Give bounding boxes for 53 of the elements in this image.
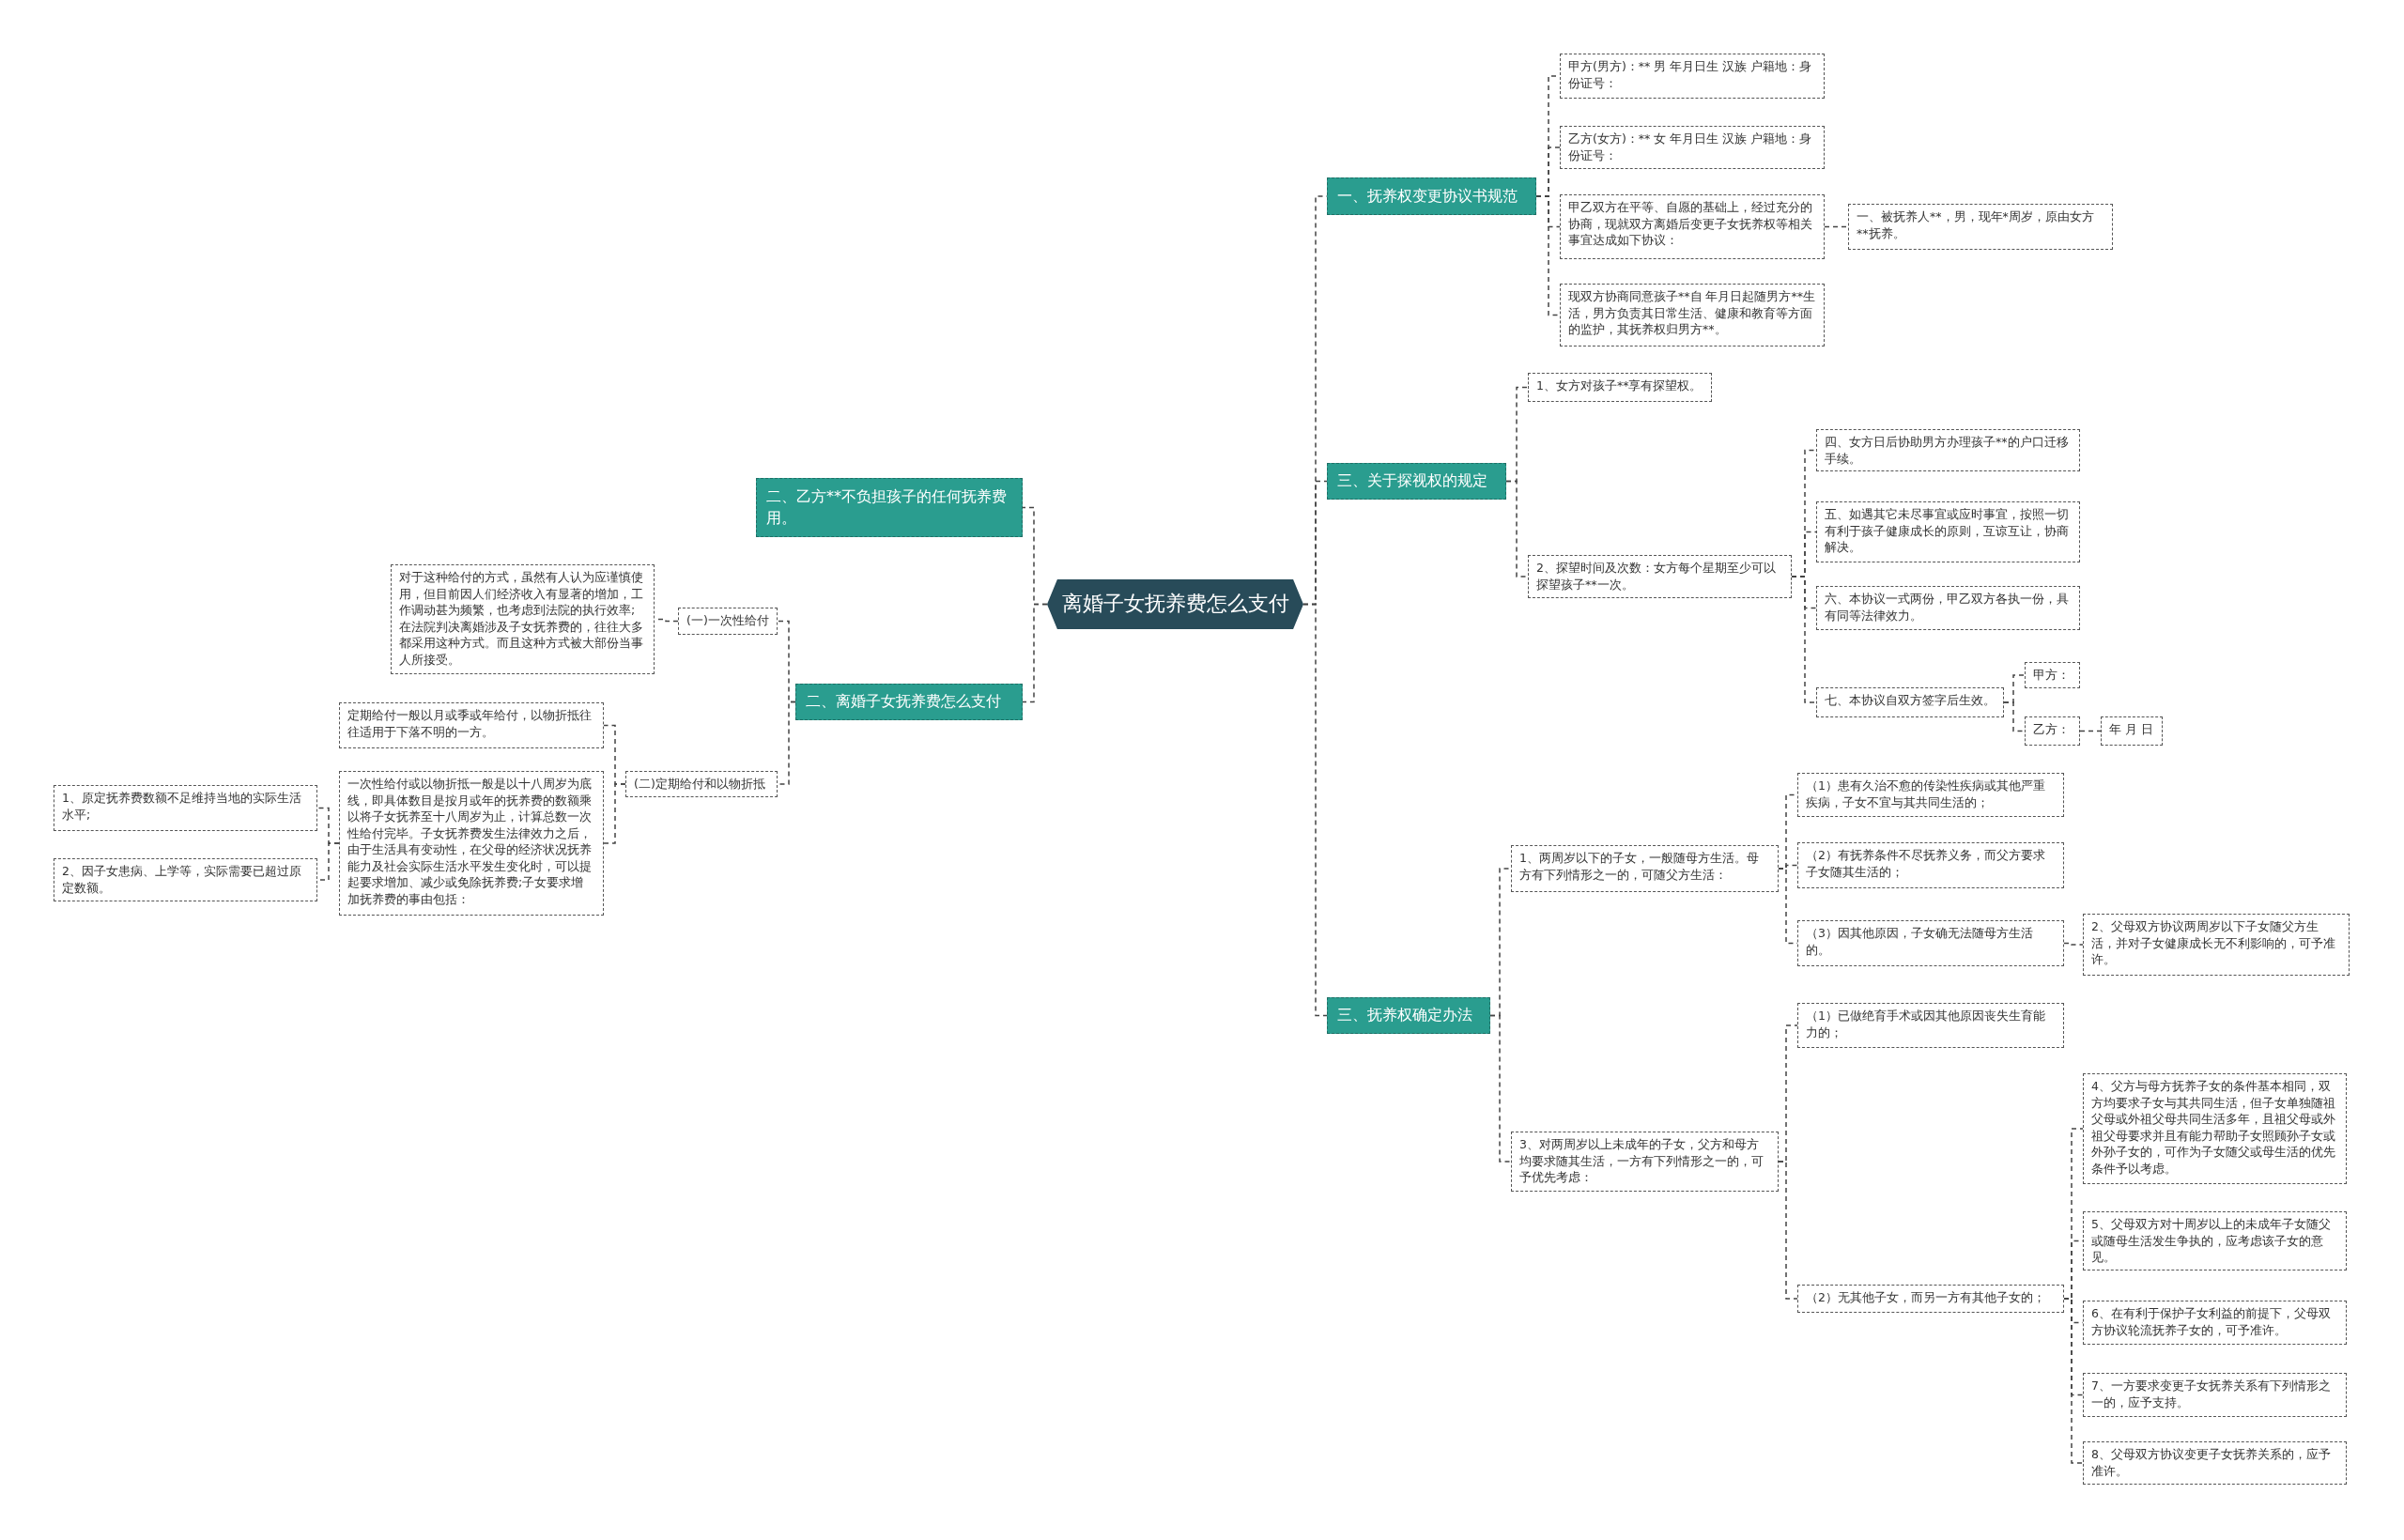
topic-box: 一、抚养权变更协议书规范 (1327, 177, 1536, 215)
subtopic-box: 一次性给付或以物折抵一般是以十八周岁为底线，即具体数目是按月或年的抚养费的数额乘以将子女抚养至十八周岁为止，计算总数一次性给付完毕。子女抚养费发生法律效力之后，由于生活具有变动性，在父母的经济状况抚养能力及社会实际生活水平发生变化时，可以提起要求增加、减少或免除抚养费;子女要求增加抚养费的事由包括： (339, 771, 604, 916)
subtopic-box: 乙方(女方)：** 女 年月日生 汉族 户籍地：身份证号： (1560, 126, 1825, 169)
subtopic-box: 甲乙双方在平等、自愿的基础上，经过充分的协商，现就双方离婚后变更子女抚养权等相关事宜达成如下协议： (1560, 194, 1825, 259)
connector-line (1505, 480, 1529, 578)
subtopic-box: 1、原定抚养费数额不足维持当地的实际生活水平; (54, 785, 317, 831)
subtopic-box: 甲方(男方)：** 男 年月日生 汉族 户籍地：身份证号： (1560, 54, 1825, 99)
connector-line (2063, 942, 2084, 946)
connector-line (1778, 1161, 1798, 1300)
connector-line (603, 783, 626, 844)
subtopic-box: 5、父母双方对十周岁以上的未成年子女随父或随母生活发生争执的，应考虑该子女的意见。 (2083, 1211, 2347, 1270)
connector-line (1791, 576, 1817, 703)
connector-line (1535, 195, 1561, 316)
connector-line (1824, 225, 1849, 228)
subtopic-box: 四、女方日后协助男方办理孩子**的户口迁移手续。 (1816, 429, 2080, 471)
subtopic-box: (一)一次性给付 (678, 608, 778, 635)
subtopic-box: (二)定期给付和以物折抵 (625, 771, 778, 797)
connector-line (2079, 730, 2102, 732)
topic-box: 三、关于探视权的规定 (1327, 463, 1506, 500)
subtopic-box: 定期给付一般以月或季或年给付，以物折抵往往适用于下落不明的一方。 (339, 702, 604, 748)
subtopic-box: （2）有抚养条件不尽抚养义务，而父方要求子女随其生活的； (1797, 842, 2064, 888)
connector-line (2063, 1298, 2084, 1464)
subtopic-box: 2、因子女患病、上学等，实际需要已超过原定数额。 (54, 858, 317, 901)
subtopic-box: （1）已做绝育手术或因其他原因丧失生育能力的； (1797, 1003, 2064, 1048)
subtopic-box: （2）无其他子女，而另一方有其他子女的； (1797, 1285, 2064, 1313)
connector-line (1302, 603, 1328, 1017)
subtopic-box: 8、父母双方协议变更子女抚养关系的，应予准许。 (2083, 1441, 2347, 1485)
subtopic-box: 七、本协议自双方签字后生效。 (1816, 687, 2004, 717)
subtopic-box: 2、探望时间及次数：女方每个星期至少可以探望孩子**一次。 (1528, 555, 1792, 598)
subtopic-box: 7、一方要求变更子女抚养关系有下列情形之一的，应予支持。 (2083, 1373, 2347, 1417)
subtopic-box: 一、被抚养人**，男，现年*周岁，原由女方**抚养。 (1848, 204, 2113, 250)
subtopic-box: 甲方： (2025, 662, 2080, 688)
topic-box: 三、抚养权确定办法 (1327, 997, 1490, 1034)
connector-line (1022, 603, 1048, 703)
subtopic-box: 年 月 日 (2101, 716, 2163, 746)
subtopic-box: 2、父母双方协议两周岁以下子女随父方生活，并对子女健康成长无不利影响的，可予准许。 (2083, 914, 2350, 976)
subtopic-box: （3）因其他原因，子女确无法随母方生活的。 (1797, 920, 2064, 966)
topic-box: 二、离婚子女抚养费怎么支付 (795, 684, 1023, 720)
subtopic-box: （1）患有久治不愈的传染性疾病或其他严重疾病，子女不宜与其共同生活的； (1797, 773, 2064, 817)
central-topic: 离婚子女抚养费怎么支付 (1047, 579, 1303, 629)
subtopic-box: 1、两周岁以下的子女，一般随母方生活。母方有下列情形之一的，可随父方生活： (1511, 845, 1779, 892)
topic-box: 二、乙方**不负担孩子的任何抚养费用。 (756, 478, 1023, 537)
connector-line (2003, 701, 2026, 732)
subtopic-box: 对于这种给付的方式，虽然有人认为应谨慎使用，但目前因人们经济收入有显著的增加，工作调动甚为频繁，也考虑到法院的执行效率;在法院判决离婚涉及子女抚养费的，往往大多都采用这种方式。而且这种方式被大部份当事人所接受。 (391, 564, 655, 674)
subtopic-box: 4、父方与母方抚养子女的条件基本相同，双方均要求子女与其共同生活，但子女单独随祖父母或外祖父母共同生活多年，且祖父母或外祖父母要求并且有能力帮助子女照顾孙子女或外孙子女的，可作为子女随父或母生活的优先条件予以考虑。 (2083, 1073, 2347, 1184)
subtopic-box: 六、本协议一式两份，甲乙双方各执一份，具有同等法律效力。 (1816, 586, 2080, 630)
subtopic-box: 乙方： (2025, 716, 2080, 746)
subtopic-box: 1、女方对孩子**享有探望权。 (1528, 373, 1712, 402)
subtopic-box: 五、如遇其它未尽事宜或应时事宜，按照一切有利于孩子健康成长的原则，互谅互让，协商解决。 (1816, 501, 2080, 562)
subtopic-box: 现双方协商同意孩子**自 年月日起随男方**生活，男方负责其日常生活、健康和教育等方面的监护，其抚养权归男方**。 (1560, 284, 1825, 346)
subtopic-box: 3、对两周岁以上未成年的子女，父方和母方均要求随其生活，一方有下列情形之一的，可予优先考虑： (1511, 1132, 1779, 1192)
subtopic-box: 6、在有利于保护子女利益的前提下，父母双方协议轮流抚养子女的，可予准许。 (2083, 1301, 2347, 1345)
connector-line (1489, 1014, 1512, 1163)
